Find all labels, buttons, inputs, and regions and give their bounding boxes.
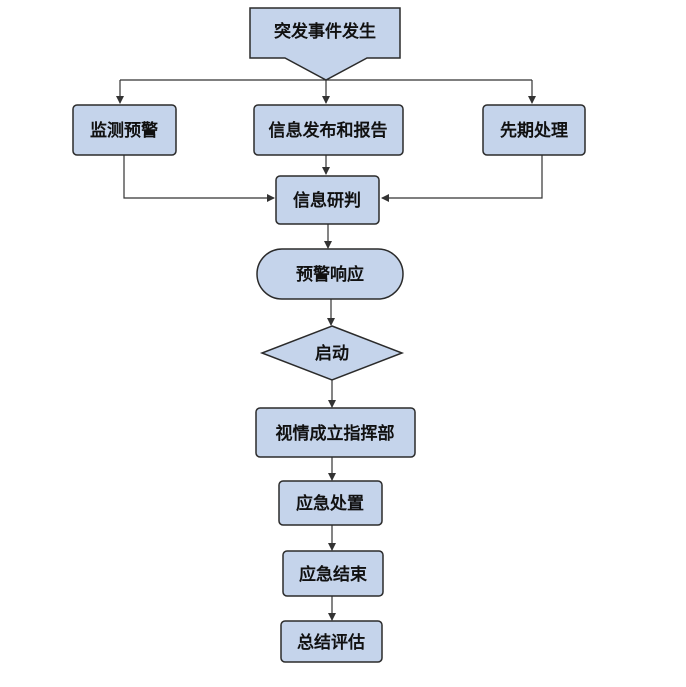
- response-label: 预警响应: [296, 264, 364, 285]
- node-prior: 先期处理: [482, 104, 586, 156]
- handle-box: [278, 480, 383, 526]
- monitor-box: [72, 104, 177, 156]
- end-box: [282, 550, 384, 597]
- publish-label: 信息发布和报告: [269, 120, 388, 141]
- node-judge: 信息研判: [275, 175, 380, 225]
- node-evaluate: 总结评估: [280, 620, 383, 663]
- judge-label: 信息研判: [293, 190, 361, 211]
- evaluate-label: 总结评估: [297, 632, 365, 653]
- response-shape: [256, 248, 404, 300]
- end-label: 应急结束: [299, 564, 367, 585]
- node-start: 突发事件发生: [249, 7, 401, 81]
- prior-box: [482, 104, 586, 156]
- node-handle: 应急处置: [278, 480, 383, 526]
- node-end: 应急结束: [282, 550, 384, 597]
- handle-label: 应急处置: [296, 493, 364, 514]
- node-publish: 信息发布和报告: [253, 104, 404, 156]
- node-response: 预警响应: [256, 248, 404, 300]
- start-label: 突发事件发生: [274, 21, 376, 42]
- monitor-label: 监测预警: [90, 120, 158, 141]
- evaluate-box: [280, 620, 383, 663]
- node-monitor: 监测预警: [72, 104, 177, 156]
- launch-diamond: [259, 325, 405, 381]
- start-shape: [249, 7, 401, 81]
- hq-label: 视情成立指挥部: [276, 423, 395, 444]
- launch-label: 启动: [315, 343, 349, 364]
- hq-box: [255, 407, 416, 458]
- prior-label: 先期处理: [500, 120, 568, 141]
- connector-monitor-judge: [123, 155, 275, 202]
- connector-prior-judge: [381, 155, 543, 202]
- node-hq: 视情成立指挥部: [255, 407, 416, 458]
- publish-box: [253, 104, 404, 156]
- judge-box: [275, 175, 380, 225]
- node-launch: 启动: [259, 325, 405, 381]
